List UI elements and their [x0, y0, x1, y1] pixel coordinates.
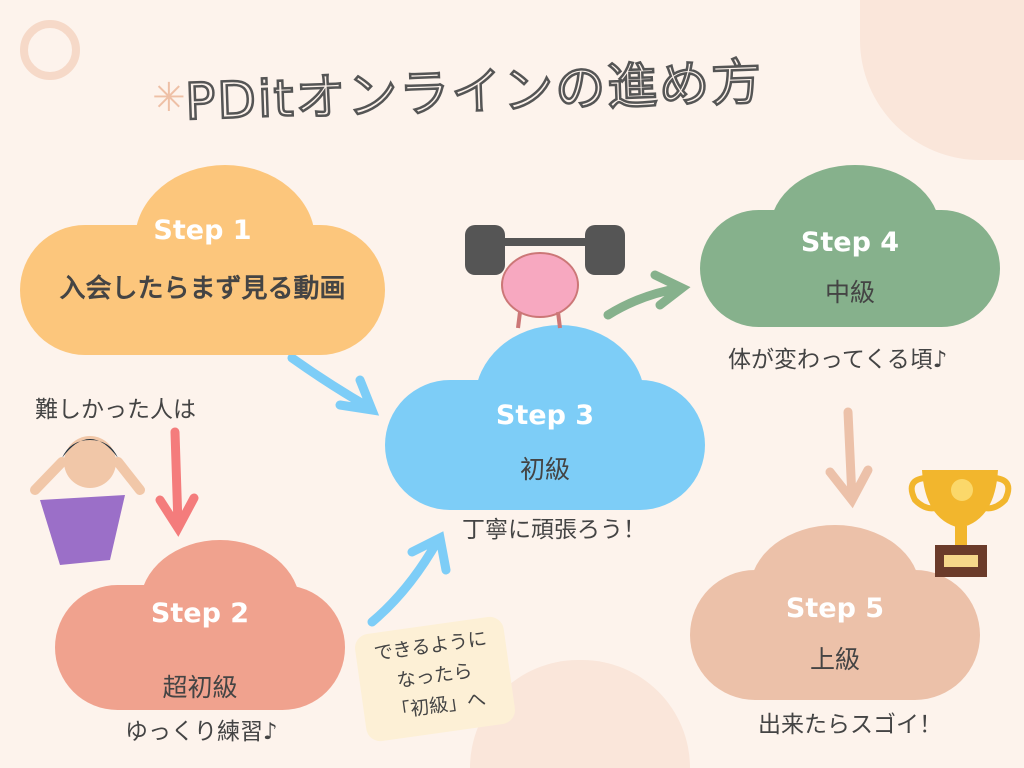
step3-cloud: Step 3 初級	[385, 325, 705, 510]
trophy-icon	[908, 470, 1012, 577]
step2-level: 超初級	[162, 673, 238, 702]
step1-label: Step 1	[153, 215, 252, 246]
arrow-step3-to-step4	[603, 270, 691, 320]
step4-cloud: Step 4 中級	[700, 165, 1000, 327]
sparkle-icon: ✳	[152, 75, 186, 121]
step1-level: 入会したらまず見る動画	[59, 274, 346, 304]
step1-cloud: Step 1 入会したらまず見る動画	[20, 165, 385, 355]
step4-level: 中級	[824, 278, 875, 307]
step4-caption: 体が変わってくる頃♪	[728, 347, 948, 373]
arrow-step4-to-step5	[825, 407, 873, 509]
side-note: 難しかった人は	[35, 397, 196, 423]
step5-label: Step 5	[785, 593, 885, 624]
step2-caption: ゆっくり練習♪	[125, 719, 278, 745]
arrow-step1-to-step3	[287, 353, 380, 416]
step3-caption: 丁寧に頑張ろう！	[462, 517, 646, 543]
step3-level: 初級	[519, 455, 570, 484]
step3-label: Step 3	[495, 400, 595, 431]
worried-person-icon	[30, 436, 145, 565]
step5-caption: 出来たらスゴイ！	[758, 712, 942, 738]
step5-cloud: Step 5 上級	[690, 525, 980, 700]
decor-loop	[20, 20, 80, 80]
step2-label: Step 2	[150, 598, 250, 629]
arrow-step2-to-step3	[367, 531, 451, 627]
step4-label: Step 4	[800, 227, 900, 258]
arrow-to-step2	[155, 427, 199, 537]
step2-cloud: Step 2 超初級	[55, 540, 345, 710]
step5-level: 上級	[809, 645, 860, 674]
brain-barbell-icon	[465, 225, 625, 329]
